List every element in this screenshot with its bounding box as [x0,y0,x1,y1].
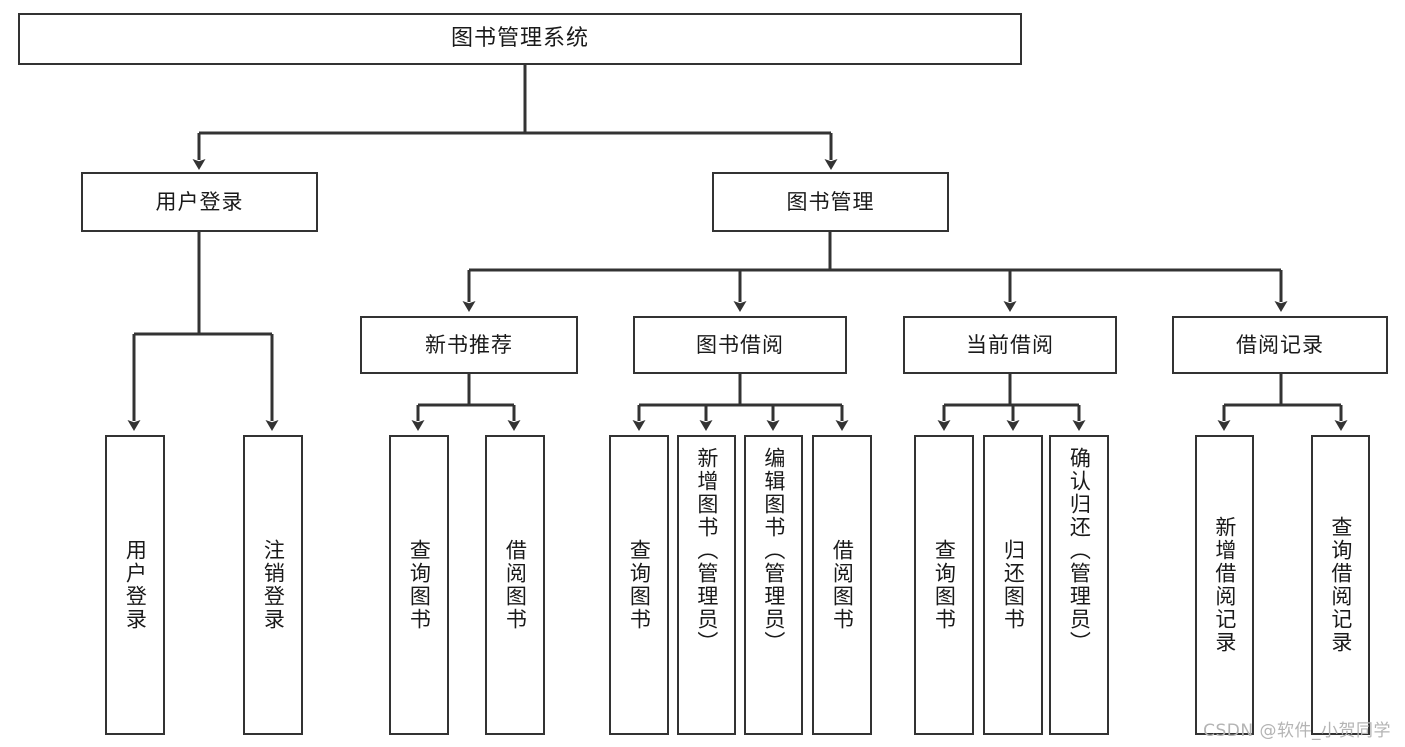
node-label: 借阅图书 [503,539,528,631]
node-label: 借阅图书 [830,539,855,631]
node-label: 查询图书 [407,539,432,631]
node-label: 借阅记录 [1236,332,1324,357]
node-user-login[interactable]: 用户登录 [81,172,318,232]
watermark-text: CSDN @软件_小贺同学 [1203,721,1391,741]
node-book-borrow[interactable]: 图书借阅 [633,316,847,374]
node-label: 确认归还（管理员） [1067,447,1092,654]
node-label: 图书借阅 [696,332,784,357]
node-label: 用户登录 [155,189,244,214]
node-leaf-query-book-borrow[interactable]: 查询图书 [609,435,669,735]
node-label: 查询图书 [627,539,652,631]
node-current-borrow[interactable]: 当前借阅 [903,316,1117,374]
node-leaf-add-borrow-record[interactable]: 新增借阅记录 [1195,435,1254,735]
node-leaf-borrow-book[interactable]: 借阅图书 [812,435,872,735]
node-borrow-record[interactable]: 借阅记录 [1172,316,1388,374]
node-leaf-return-book[interactable]: 归还图书 [983,435,1043,735]
node-leaf-confirm-return[interactable]: 确认归还（管理员） [1049,435,1109,735]
node-label: 当前借阅 [966,332,1054,357]
node-label: 图书管理系统 [450,26,589,52]
node-label: 查询图书 [932,539,957,631]
node-label: 新增图书（管理员） [694,447,719,654]
node-label: 注销登录 [261,539,286,631]
node-leaf-borrow-book-recommend[interactable]: 借阅图书 [485,435,545,735]
node-leaf-query-book-recommend[interactable]: 查询图书 [389,435,449,735]
node-leaf-user-login[interactable]: 用户登录 [105,435,165,735]
node-root-system[interactable]: 图书管理系统 [18,13,1022,65]
node-book-manage[interactable]: 图书管理 [712,172,949,232]
node-leaf-logout-login[interactable]: 注销登录 [243,435,303,735]
node-label: 图书管理 [786,189,875,214]
node-label: 新增借阅记录 [1212,516,1237,654]
node-leaf-query-book-current[interactable]: 查询图书 [914,435,974,735]
node-label: 新书推荐 [425,332,513,357]
node-leaf-edit-book[interactable]: 编辑图书（管理员） [744,435,803,735]
node-label: 编辑图书（管理员） [761,447,786,654]
node-leaf-add-book[interactable]: 新增图书（管理员） [677,435,736,735]
node-label: 用户登录 [123,539,148,631]
node-label: 归还图书 [1001,539,1026,631]
node-leaf-query-borrow-record[interactable]: 查询借阅记录 [1311,435,1370,735]
node-new-book-recommend[interactable]: 新书推荐 [360,316,578,374]
node-label: 查询借阅记录 [1328,516,1353,654]
